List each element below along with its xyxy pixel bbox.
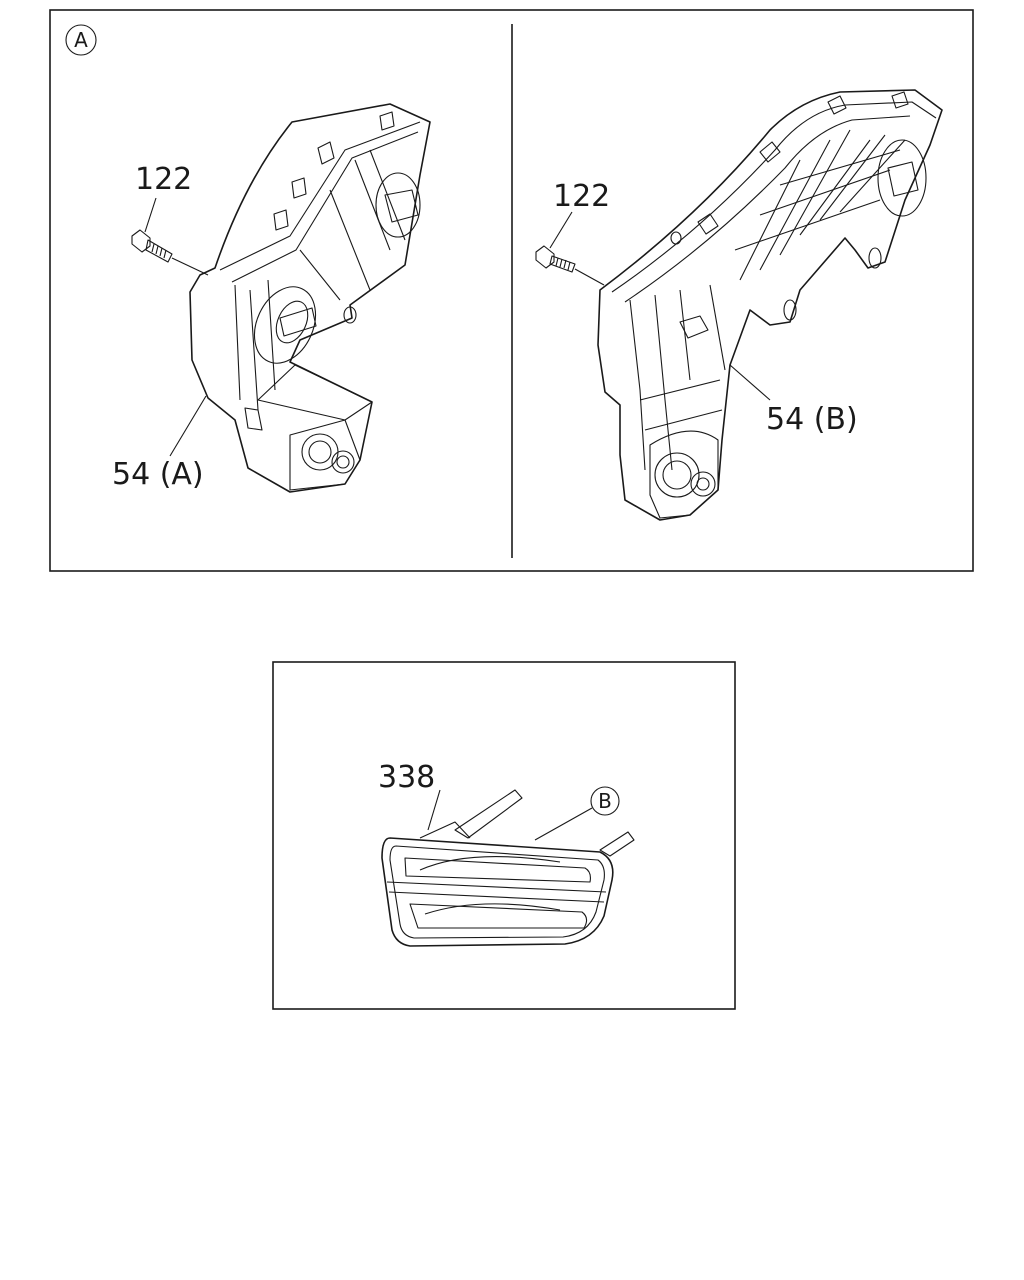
top-frame [49, 9, 974, 572]
grille-338-illustration [381, 789, 635, 947]
callout-122-right: 122 [553, 179, 610, 214]
leader-122-left [144, 197, 157, 233]
ref-marker-b: B [598, 789, 612, 813]
callout-54a: 54 (A) [112, 457, 204, 492]
bolt-122-left-icon [131, 229, 209, 276]
leader-54b [729, 364, 771, 401]
callout-54b: 54 (B) [766, 402, 858, 437]
leader-122-right [549, 211, 573, 249]
callout-122-left: 122 [135, 162, 192, 197]
leader-338 [427, 789, 441, 831]
ref-marker-a-circle [65, 24, 97, 56]
ref-marker-a: A [74, 28, 88, 52]
ref-marker-b-circle [590, 786, 620, 816]
leader-ref-b [534, 807, 593, 841]
bottom-frame [272, 661, 736, 1010]
bracket-left-illustration [189, 103, 431, 493]
bolt-122-right-icon [535, 245, 605, 286]
callout-338: 338 [378, 760, 435, 795]
bracket-right-illustration [597, 89, 943, 521]
leader-54a [169, 395, 207, 457]
